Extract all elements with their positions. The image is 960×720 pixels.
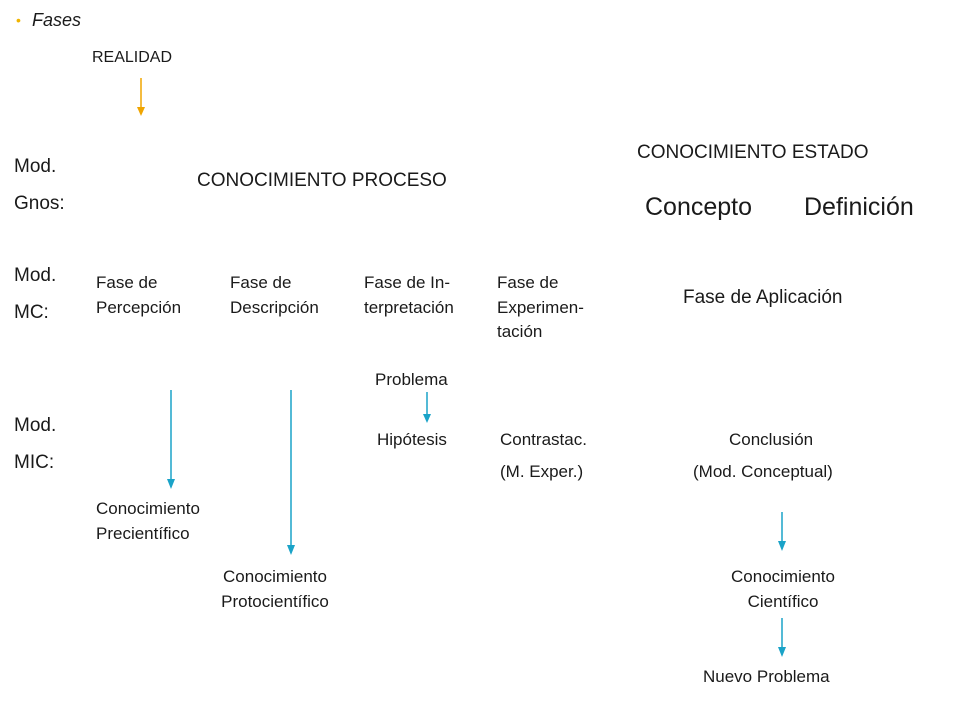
fase-aplicacion: Fase de Aplicación [683, 287, 843, 308]
hipotesis-label: Hipótesis [377, 430, 447, 449]
realidad-arrow [137, 78, 145, 116]
cientifico-arrow [778, 512, 786, 551]
section-title: Fases [32, 10, 82, 30]
conclusion-label: Conclusión [729, 430, 814, 449]
bullet-icon: • [16, 12, 21, 28]
mod-conceptual-label: (Mod. Conceptual) [693, 462, 833, 481]
concepto-label: Concepto [645, 193, 753, 221]
row-label-mic: Mod. MIC: [14, 415, 57, 474]
definicion-label: Definición [804, 193, 914, 221]
nuevo-problema-arrow [778, 618, 786, 657]
fase-experimentacion: Fase de Experimen- tación [497, 273, 584, 342]
fase-percepcion: Fase de Percepción [96, 273, 182, 317]
row-label-mc: Mod. MC: [14, 265, 57, 324]
precientifico-arrow [167, 390, 175, 489]
row-label-gnos: Mod. Gnos: [14, 156, 65, 215]
problema-label: Problema [375, 370, 448, 389]
m-exper-label: (M. Exper.) [500, 462, 584, 481]
conocimiento-estado: CONOCIMIENTO ESTADO [637, 142, 869, 163]
realidad-label: REALIDAD [92, 49, 173, 66]
contrastac-label: Contrastac. [500, 430, 587, 449]
fase-descripcion: Fase de Descripción [230, 273, 319, 317]
fase-interpretacion: Fase de In- terpretación [364, 273, 454, 317]
protocientifico-arrow [287, 390, 295, 555]
problema-hipotesis-arrow [423, 392, 431, 423]
nuevo-problema-label: Nuevo Problema [703, 667, 830, 686]
conocimiento-precientifico: Conocimiento Precientífico [96, 499, 200, 543]
conocimiento-protocientifico: Conocimiento Protocientífico [221, 567, 329, 611]
conocimiento-cientifico: Conocimiento Científico [731, 567, 835, 611]
conocimiento-proceso: CONOCIMIENTO PROCESO [197, 170, 447, 191]
